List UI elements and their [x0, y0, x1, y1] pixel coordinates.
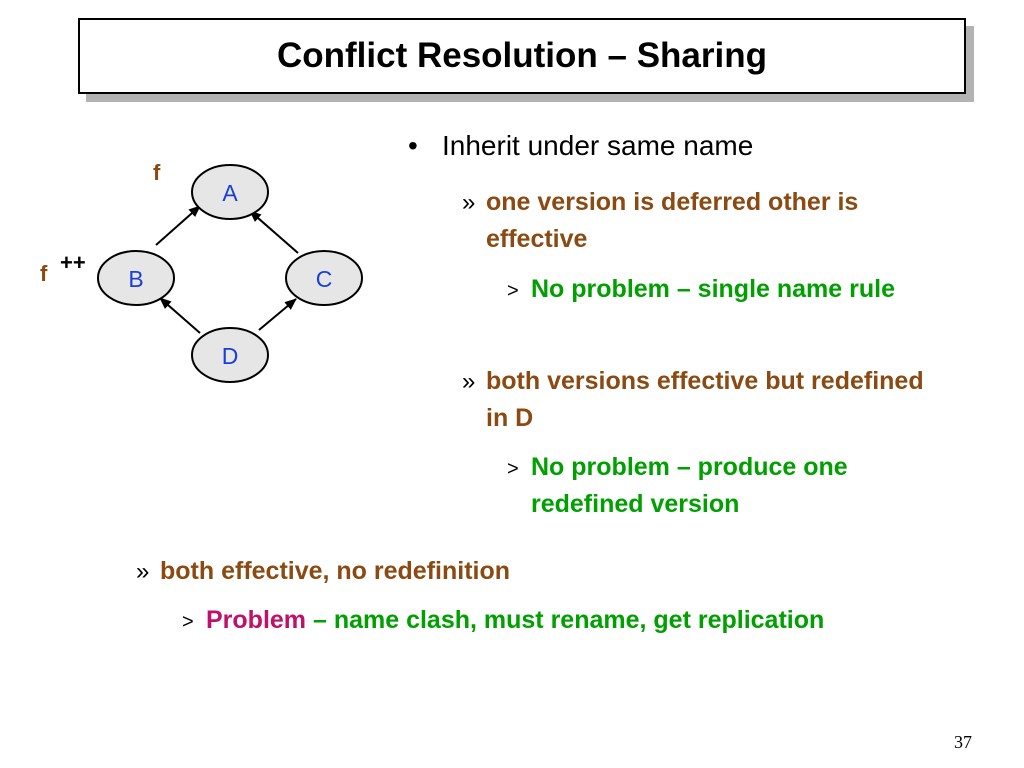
bullet-sub2-detail-text: No problem – produce one redefined versi… [531, 453, 848, 518]
bullet-sub1-text: one version is deferred other is effecti… [486, 188, 859, 253]
bullet-marker: > [507, 280, 519, 302]
redefine-marker: ++ [60, 250, 86, 275]
edge-b-to-a [155, 205, 201, 246]
edge-c-to-a [249, 210, 299, 254]
slide-title: Conflict Resolution – Sharing [276, 36, 768, 75]
bullet-main: • Inherit under same name [408, 130, 862, 162]
bullet-marker: » [462, 368, 476, 395]
page-number: 37 [954, 732, 972, 752]
bullet-sub1: » one version is deferred other is effec… [462, 184, 936, 258]
edge-d-to-c [258, 298, 297, 331]
bullet-marker: » [462, 189, 476, 216]
bullet-marker: > [507, 458, 519, 480]
bullet-marker: » [136, 558, 150, 585]
feature-label-top: f [153, 160, 161, 185]
title-box: Conflict Resolution – Sharing [78, 18, 966, 94]
bullet-sub3-detail-text: Problem – name clash, must rename, get r… [206, 602, 846, 639]
problem-description: – name clash, must rename, get replicati… [306, 606, 825, 634]
node-a-label: A [222, 180, 238, 206]
bullet-sub2: » both versions effective but redefined … [462, 363, 926, 437]
node-c [285, 250, 363, 306]
bullet-sub2-text: both versions effective but redefined in… [486, 367, 924, 432]
bullet-sub1-detail: > No problem – single name rule [507, 271, 951, 311]
bullet-main-text: Inherit under same name [442, 130, 754, 161]
bullet-marker: • [408, 130, 418, 161]
bullet-sub2-detail: > No problem – produce one redefined ver… [507, 449, 951, 523]
bullet-sub3-detail: > Problem – name clash, must rename, get… [182, 602, 846, 642]
edge-d-to-b [159, 297, 201, 334]
feature-label-left: f [40, 261, 48, 286]
problem-keyword: Problem [206, 606, 307, 634]
bullet-sub3: » both effective, no redefinition [136, 553, 760, 590]
node-b [97, 250, 175, 306]
node-d-label: D [222, 343, 239, 369]
bullet-marker: > [182, 611, 194, 633]
bullet-sub3-text: both effective, no redefinition [160, 557, 511, 585]
node-a [191, 164, 269, 220]
node-d [191, 327, 269, 383]
node-b-label: B [128, 266, 143, 292]
bullet-sub1-detail-text: No problem – single name rule [531, 275, 895, 303]
node-c-label: C [316, 266, 333, 292]
